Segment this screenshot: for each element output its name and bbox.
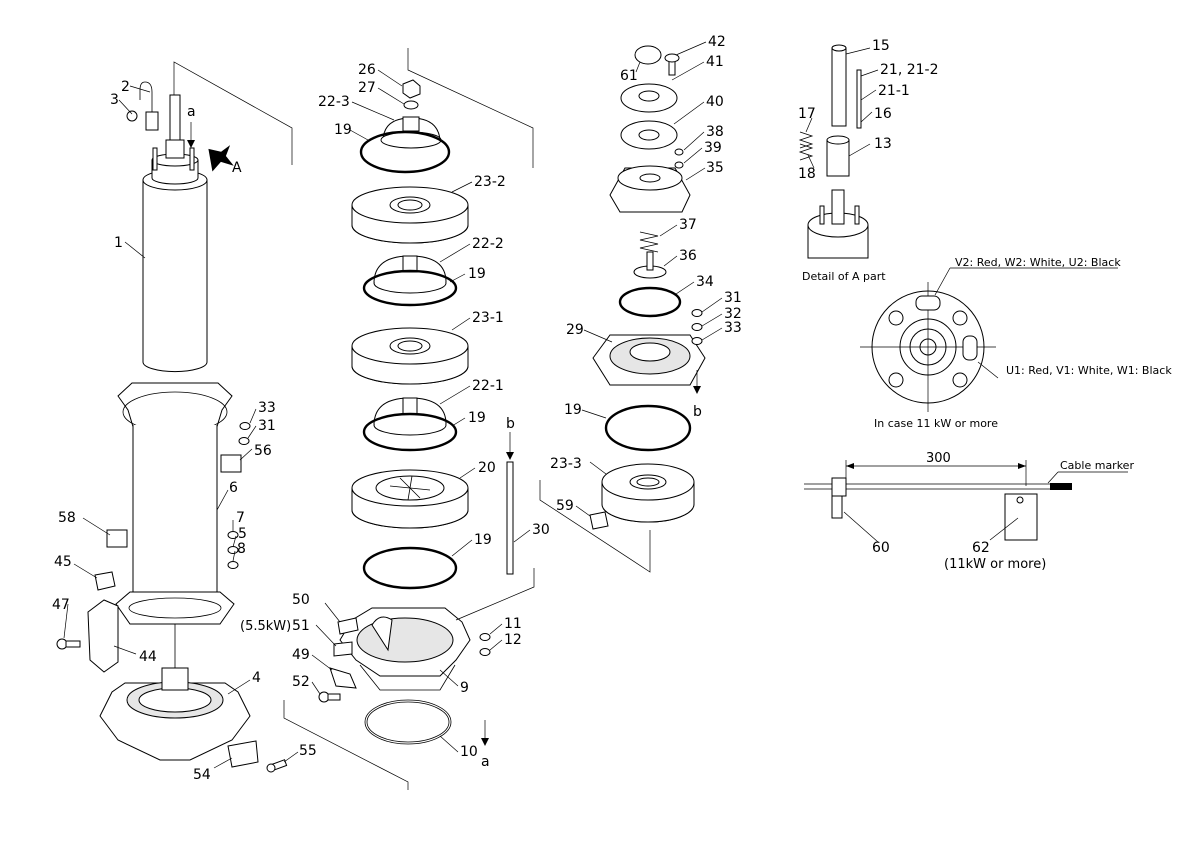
label-49: 49 (292, 647, 310, 663)
label-37: 37 (679, 217, 697, 233)
label-33-b: 33 (724, 320, 742, 336)
marker-A: A (232, 160, 242, 176)
label-9: 9 (460, 680, 469, 696)
label-22-3: 22-3 (318, 94, 350, 110)
note-11kw-or-more: (11kW or more) (944, 557, 1046, 572)
label-8: 8 (237, 541, 246, 557)
note-v2: V2: Red, W2: White, U2: Black (955, 256, 1121, 269)
note-5-5kw: (5.5kW) (240, 619, 291, 634)
label-22-2: 22-2 (472, 236, 504, 252)
detail-a-assembly (798, 44, 869, 259)
label-18: 18 (798, 166, 816, 182)
label-60: 60 (872, 540, 890, 556)
label-11: 11 (504, 616, 522, 632)
label-4: 4 (252, 670, 261, 686)
label-21-1: 21-1 (878, 83, 910, 99)
label-45: 45 (54, 554, 72, 570)
label-19-d: 19 (474, 532, 492, 548)
label-54: 54 (193, 767, 211, 783)
label-19-e: 19 (564, 402, 582, 418)
label-30: 30 (532, 522, 550, 538)
label-19-a: 19 (334, 122, 352, 138)
label-2: 2 (121, 79, 130, 95)
label-34: 34 (696, 274, 714, 290)
note-case-11kw: In case 11 kW or more (874, 417, 998, 430)
label-5: 5 (238, 526, 247, 542)
label-3: 3 (110, 92, 119, 108)
label-50: 50 (292, 592, 310, 608)
label-31-b: 31 (724, 290, 742, 306)
marker-b-top: b (506, 416, 515, 432)
label-56: 56 (254, 443, 272, 459)
label-29: 29 (566, 322, 584, 338)
label-22-1: 22-1 (472, 378, 504, 394)
note-detail-a: Detail of A part (802, 270, 886, 283)
label-13: 13 (874, 136, 892, 152)
label-38: 38 (706, 124, 724, 140)
label-23-1: 23-1 (472, 310, 504, 326)
label-19-c: 19 (468, 410, 486, 426)
label-47: 47 (52, 597, 70, 613)
label-42: 42 (708, 34, 726, 50)
dimension-300: 300 (926, 451, 951, 466)
note-cable-marker: Cable marker (1060, 459, 1134, 472)
label-44: 44 (139, 649, 157, 665)
label-35: 35 (706, 160, 724, 176)
terminal-view-11kw (860, 267, 1118, 412)
label-1: 1 (114, 235, 123, 251)
marker-b-right: b (693, 404, 702, 420)
label-23-3: 23-3 (550, 456, 582, 472)
label-61: 61 (620, 68, 638, 84)
label-40: 40 (706, 94, 724, 110)
label-32: 32 (724, 306, 742, 322)
label-27: 27 (358, 80, 376, 96)
note-u1: U1: Red, V1: White, W1: Black (1006, 364, 1172, 377)
label-58: 58 (58, 510, 76, 526)
motor-stand-assembly (56, 382, 288, 773)
label-15: 15 (872, 38, 890, 54)
notes: Detail of A part V2: Red, W2: White, U2:… (802, 256, 1172, 572)
label-6: 6 (229, 480, 238, 496)
label-39: 39 (704, 140, 722, 156)
motor-assembly (126, 61, 293, 373)
label-21-21-2: 21, 21-2 (880, 62, 939, 78)
label-41: 41 (706, 54, 724, 70)
label-51: 51 (292, 618, 310, 634)
label-16: 16 (874, 106, 892, 122)
label-17: 17 (798, 106, 816, 122)
part-labels: 2 3 1 33 31 56 6 58 7 5 8 45 47 44 4 54 … (52, 34, 990, 783)
label-12: 12 (504, 632, 522, 648)
label-33: 33 (258, 400, 276, 416)
marker-a-top: a (187, 104, 196, 120)
label-20: 20 (478, 460, 496, 476)
label-23-2: 23-2 (474, 174, 506, 190)
label-52: 52 (292, 674, 310, 690)
markers: a A b a b (187, 104, 702, 770)
label-26: 26 (358, 62, 376, 78)
label-55: 55 (299, 743, 317, 759)
leader-lines (63, 41, 1019, 769)
label-7: 7 (236, 510, 245, 526)
marker-a-bottom: a (481, 754, 490, 770)
label-19-b: 19 (468, 266, 486, 282)
label-62: 62 (972, 540, 990, 556)
label-59: 59 (556, 498, 574, 514)
cable-view (804, 460, 1128, 541)
discharge-assembly (539, 45, 706, 573)
label-10: 10 (460, 744, 478, 760)
label-31: 31 (258, 418, 276, 434)
impeller-stack (283, 48, 535, 790)
label-36: 36 (679, 248, 697, 264)
